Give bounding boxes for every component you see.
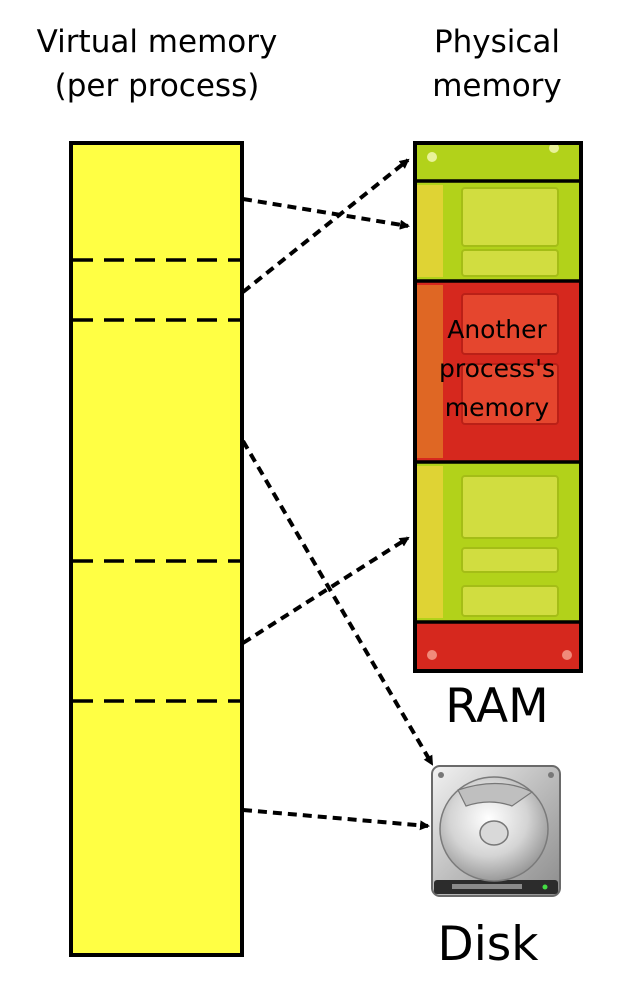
virtual-memory-title-line1: Virtual memory (37, 24, 278, 60)
mapping-arrow (241, 536, 410, 645)
virtual-memory-title-line2: (per process) (55, 68, 260, 104)
physical-memory-title-line2: memory (432, 68, 562, 104)
hard-disk-icon (431, 765, 561, 897)
ram-contacts (417, 285, 443, 458)
ram-segment-other-process (415, 622, 581, 671)
ram-contacts (417, 466, 443, 618)
ram-notch (549, 143, 559, 153)
ram-notch (427, 650, 437, 660)
ram-module: Another process's memory (413, 141, 583, 673)
page-mapping-arrows (241, 158, 434, 831)
disk-label: Disk (438, 917, 540, 972)
other-process-label-line3: memory (445, 393, 550, 422)
ram-label: RAM (445, 679, 548, 734)
virtual-memory-column (69, 141, 244, 957)
ram-contacts (417, 185, 443, 277)
mapping-arrow (242, 197, 410, 230)
mapping-arrow (241, 439, 434, 766)
virtual-memory-block (69, 141, 244, 957)
ram-notch (427, 152, 437, 162)
ram-chip (461, 187, 559, 617)
ram-outline (413, 141, 583, 673)
ram-notch (562, 650, 572, 660)
mapping-arrow (241, 158, 410, 294)
mapping-arrow (242, 808, 430, 831)
other-process-label-line2: process's (439, 354, 555, 383)
physical-memory-title-line1: Physical (434, 24, 560, 60)
other-process-label-line1: Another (447, 315, 547, 344)
